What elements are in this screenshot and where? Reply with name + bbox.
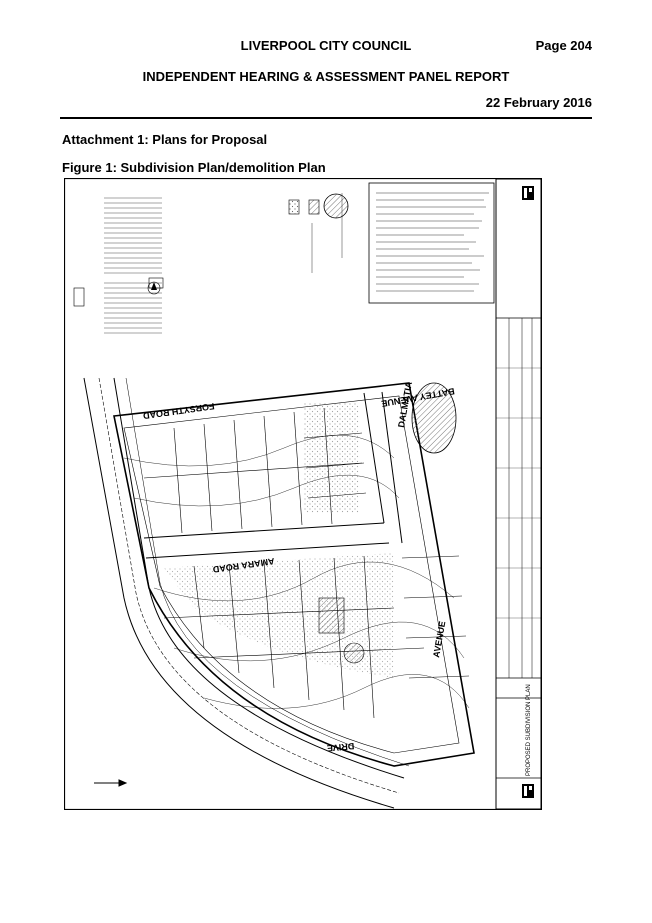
page-number: Page 204: [535, 38, 592, 53]
contours: [123, 434, 470, 709]
attachment-title: Attachment 1: Plans for Proposal: [62, 132, 268, 147]
council-name: LIVERPOOL CITY COUNCIL: [240, 38, 412, 53]
north-arrow-icon: [147, 281, 161, 295]
legend-area: [288, 182, 495, 304]
general-notes: [73, 197, 164, 334]
figure-caption: Figure 1: Subdivision Plan/demolition Pl…: [62, 160, 326, 175]
report-date: 22 February 2016: [485, 95, 592, 110]
title-block: PROPOSED SUBDIVISION PLAN: [495, 178, 542, 810]
internal-road: [143, 391, 403, 559]
street-label-drive: DRIVE: [326, 741, 354, 753]
title-block-text: PROPOSED SUBDIVISION PLAN: [526, 684, 532, 776]
site-boundary: [113, 382, 475, 767]
lots-south: [163, 553, 470, 719]
curved-road: [83, 377, 410, 809]
lots-north: [143, 403, 367, 534]
report-title: INDEPENDENT HEARING & ASSESSMENT PANEL R…: [142, 69, 510, 84]
hatched-area: [411, 382, 457, 454]
scale-bar: [94, 779, 128, 787]
header-rule: [60, 117, 592, 119]
subdivision-plan-drawing: PROPOSED SUBDIVISION PLAN: [64, 178, 542, 810]
